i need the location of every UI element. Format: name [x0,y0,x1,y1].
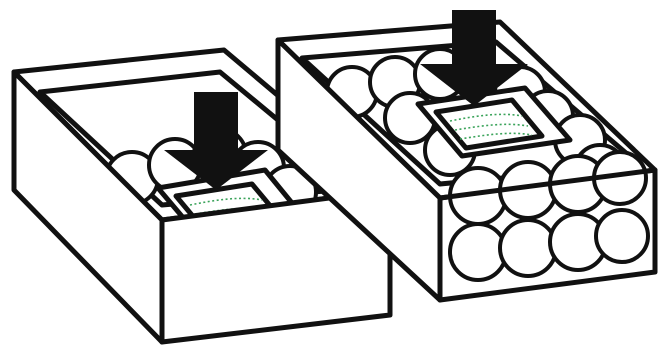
box-right-balls-front [450,152,648,280]
ball [450,224,506,280]
ball [500,220,556,276]
ball [596,210,648,262]
